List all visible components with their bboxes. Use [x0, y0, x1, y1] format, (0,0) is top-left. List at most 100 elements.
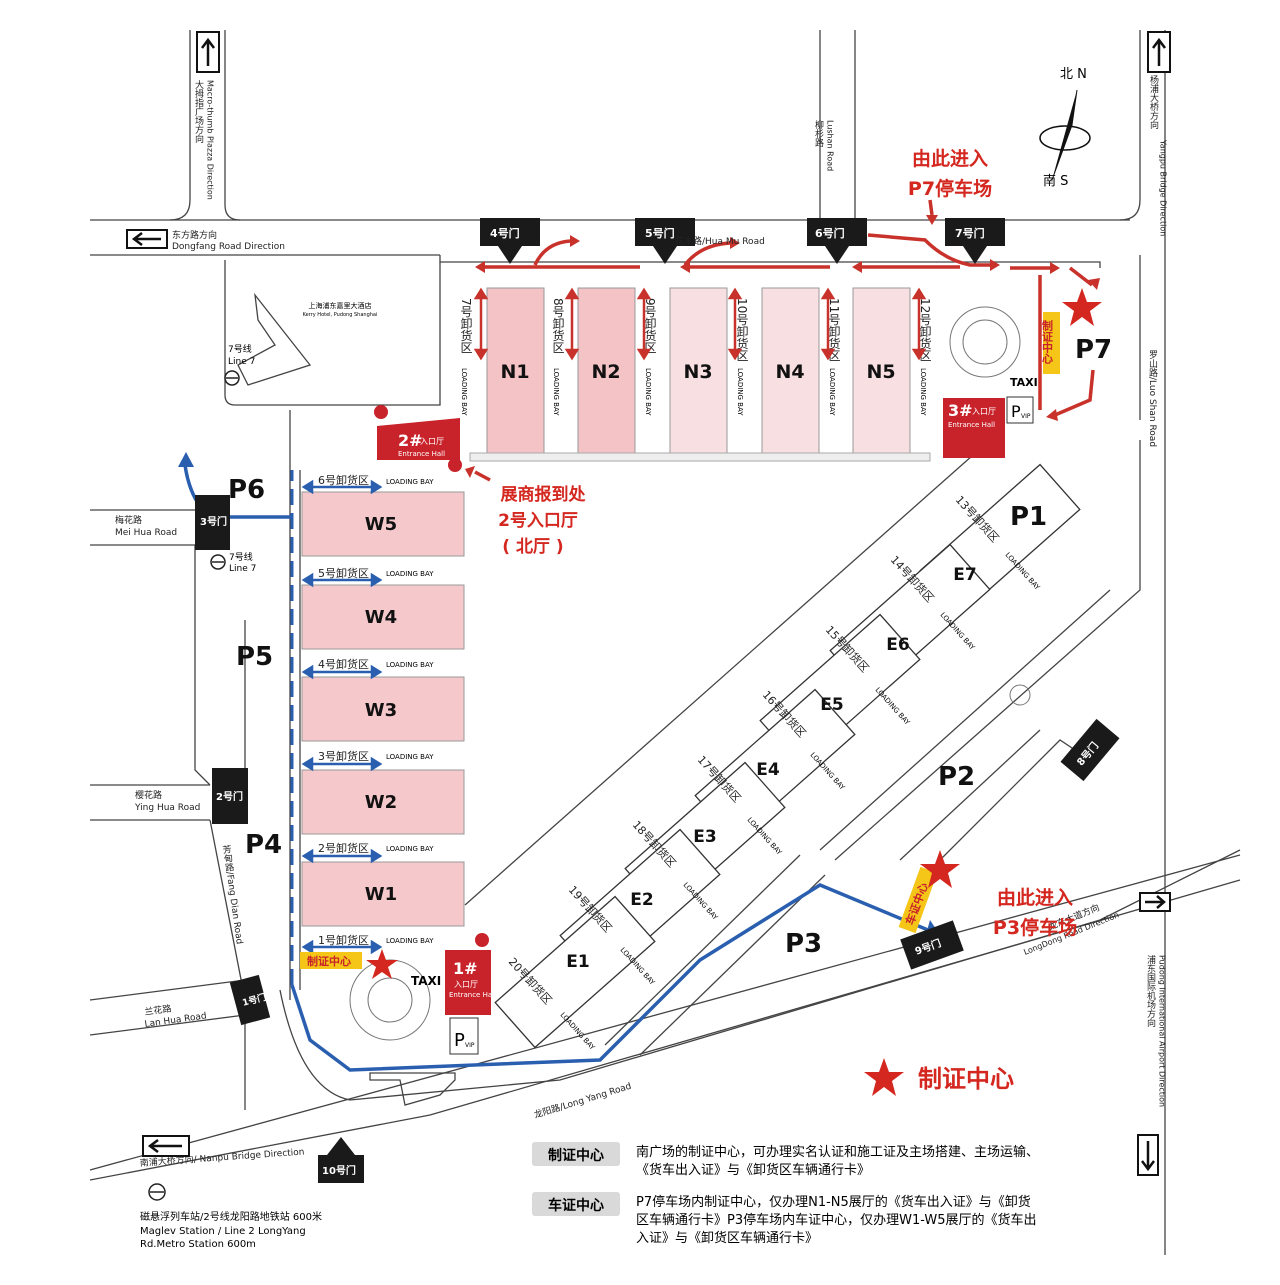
hall-w3: W3 — [365, 700, 397, 721]
cert-center-p7: 制证中心 — [1041, 288, 1102, 374]
svg-text:2#: 2# — [398, 431, 423, 450]
svg-text:7号线: 7号线 — [228, 343, 252, 355]
svg-text:Yangpu Bridge Direction: Yangpu Bridge Direction — [1159, 139, 1168, 236]
svg-text:LOADING BAY: LOADING BAY — [874, 686, 912, 727]
svg-text:磁悬浮列车站/2号线龙阳路地铁站 600米: 磁悬浮列车站/2号线龙阳路地铁站 600米 — [140, 1210, 322, 1223]
cert-center-south: 制证中心 — [300, 949, 398, 979]
svg-text:Lushan Road: Lushan Road — [826, 120, 835, 171]
svg-text:7号线: 7号线 — [229, 551, 253, 563]
entrance-hall-2: 2# 入口厅 Entrance Hall — [377, 418, 460, 460]
svg-text:柳杉路: 柳杉路 — [813, 119, 824, 148]
svg-text:入口厅: 入口厅 — [420, 437, 444, 446]
svg-text:2号卸货区: 2号卸货区 — [318, 841, 369, 855]
svg-text:6号门: 6号门 — [815, 226, 845, 240]
kerry-hotel: 上海浦东嘉里大酒店 Kerry Hotel, Pudong Shanghai — [237, 292, 377, 386]
svg-text:LOADING BAY: LOADING BAY — [559, 1011, 597, 1052]
svg-text:制证中心: 制证中心 — [1041, 319, 1054, 365]
svg-text:P5: P5 — [236, 642, 273, 672]
svg-text:LOADING BAY: LOADING BAY — [386, 478, 434, 486]
svg-text:Rd.Metro Station 600m: Rd.Metro Station 600m — [140, 1239, 256, 1250]
gate-1: 1号门 — [229, 974, 271, 1026]
gate-3: 3号门 — [195, 495, 230, 550]
hall-e2: E2 — [630, 890, 653, 910]
legend-row-1: 制证中心 南广场的制证中心，可办理实名认证和施工证及主场搭建、主场运输、 《货车… — [532, 1142, 1039, 1178]
hall-e6: E6 — [886, 635, 909, 655]
west-halls: W5 W4 W3 W2 W1 — [301, 491, 465, 927]
svg-text:大拇指广场方向: 大拇指广场方向 — [193, 79, 204, 143]
east-halls: E7 E6 E5 E4 E3 E2 E1 — [494, 463, 1081, 1049]
gate-4: 4号门 — [480, 218, 540, 264]
svg-text:车证中心: 车证中心 — [548, 1197, 604, 1214]
svg-text:Dongfang Road Direction: Dongfang Road Direction — [172, 242, 285, 252]
svg-text:( 北厅 ): ( 北厅 ) — [502, 537, 563, 557]
road-network — [89, 30, 1241, 1255]
svg-text:南 S: 南 S — [1043, 173, 1068, 189]
svg-text:LOADING BAY: LOADING BAY — [386, 753, 434, 761]
svg-text:LOADING BAY: LOADING BAY — [828, 368, 836, 416]
svg-text:5号门: 5号门 — [645, 226, 675, 240]
svg-text:LOADING BAY: LOADING BAY — [736, 368, 744, 416]
hall-n2: N2 — [591, 361, 620, 383]
hall-n3: N3 — [683, 361, 712, 383]
taxi-north: TAXI — [1010, 376, 1038, 389]
gate-2: 2号门 — [212, 768, 248, 824]
svg-text:7号卸货区: 7号卸货区 — [459, 298, 473, 354]
taxi-south: TAXI — [411, 974, 441, 988]
gate-7: 7号门 — [945, 218, 1005, 264]
svg-text:1号卸货区: 1号卸货区 — [318, 933, 369, 947]
hall-w1: W1 — [365, 884, 397, 905]
svg-text:Line 7: Line 7 — [228, 357, 255, 367]
svg-text:P7停车场: P7停车场 — [908, 177, 992, 200]
svg-text:展商报到处: 展商报到处 — [501, 484, 587, 505]
svg-text:芳甸路/Fang Dian Road: 芳甸路/Fang Dian Road — [220, 843, 245, 945]
gate-6: 6号门 — [807, 218, 867, 264]
svg-text:8号卸货区: 8号卸货区 — [551, 298, 565, 354]
svg-text:入证》与《卸货区车辆通行卡》: 入证》与《卸货区车辆通行卡》 — [636, 1230, 818, 1246]
svg-text:LOADING BAY: LOADING BAY — [552, 368, 560, 416]
gate-8: 8号门 — [1060, 718, 1120, 782]
svg-text:3号门: 3号门 — [200, 515, 227, 528]
svg-text:P: P — [454, 1030, 465, 1051]
svg-text:龙阳路/Long Yang Road: 龙阳路/Long Yang Road — [532, 1080, 632, 1121]
svg-text:Ying Hua Road: Ying Hua Road — [134, 803, 200, 813]
hall-w5: W5 — [365, 514, 397, 535]
north-loading-bays: 7号卸货区 8号卸货区 9号卸货区 10号卸货区 11号卸货区 12号卸货区 L… — [459, 287, 932, 416]
svg-text:VIP: VIP — [1021, 413, 1031, 420]
svg-text:LOADING BAY: LOADING BAY — [460, 368, 468, 416]
svg-text:P2: P2 — [938, 762, 975, 792]
entrance-icons — [374, 405, 1002, 947]
svg-text:P3: P3 — [785, 929, 822, 959]
svg-text:花木路/Hua Mu Road: 花木路/Hua Mu Road — [675, 235, 765, 247]
svg-text:入口厅: 入口厅 — [972, 407, 996, 416]
svg-text:P: P — [1011, 402, 1021, 421]
vehicle-cert-p3: 车证中心 — [898, 850, 960, 934]
hall-n1: N1 — [500, 361, 529, 383]
svg-text:罗山路/Luo Shan Road: 罗山路/Luo Shan Road — [1147, 350, 1158, 447]
svg-text:4号门: 4号门 — [490, 226, 520, 240]
svg-text:北 N: 北 N — [1060, 67, 1087, 82]
svg-text:上海浦东嘉里大酒店: 上海浦东嘉里大酒店 — [309, 301, 372, 310]
north-halls: N1 N2 N3 N4 N5 — [469, 287, 931, 462]
svg-text:Entrance Hall: Entrance Hall — [398, 450, 445, 458]
hall-e3: E3 — [693, 827, 716, 847]
svg-text:区车辆通行卡》P3停车场内车证中心，仅办理W1-W5展厅的《: 区车辆通行卡》P3停车场内车证中心，仅办理W1-W5展厅的《货车出 — [636, 1212, 1037, 1228]
svg-text:Maglev Station / Line 2 LongYa: Maglev Station / Line 2 LongYang — [140, 1226, 306, 1237]
gate-10: 10号门 — [318, 1137, 364, 1183]
svg-text:由此进入: 由此进入 — [997, 886, 1073, 909]
svg-text:11号卸货区: 11号卸货区 — [827, 298, 841, 361]
svg-text:LOADING BAY: LOADING BAY — [386, 570, 434, 578]
svg-text:3号卸货区: 3号卸货区 — [318, 749, 369, 763]
hall-e5: E5 — [820, 695, 843, 715]
west-loading-bays: 6号卸货区 5号卸货区 4号卸货区 3号卸货区 2号卸货区 1号卸货区 LOAD… — [301, 473, 434, 955]
svg-text:由此进入: 由此进入 — [912, 147, 988, 170]
hall-w4: W4 — [365, 607, 397, 628]
svg-text:Entrance Hall: Entrance Hall — [449, 991, 496, 999]
gate-5: 5号门 — [635, 218, 695, 264]
svg-text:兰花路: 兰花路 — [144, 1002, 172, 1018]
svg-text:P4: P4 — [245, 830, 282, 860]
svg-text:Line 7: Line 7 — [229, 564, 256, 574]
hall-e4: E4 — [756, 760, 780, 780]
svg-text:南广场的制证中心，可办理实名认证和施工证及主场搭建、主场运输: 南广场的制证中心，可办理实名认证和施工证及主场搭建、主场运输、 — [636, 1144, 1039, 1160]
svg-text:9号卸货区: 9号卸货区 — [643, 298, 657, 354]
svg-text:10号门: 10号门 — [322, 1164, 356, 1177]
